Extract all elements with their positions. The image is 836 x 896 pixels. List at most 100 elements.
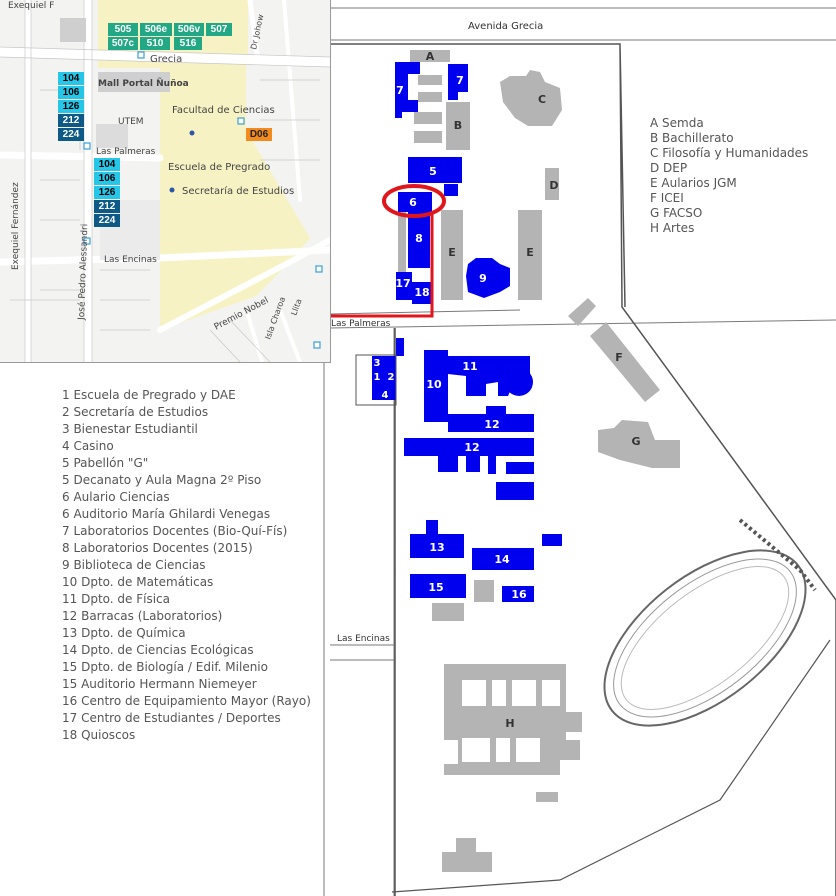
route-badge: 510 (140, 37, 170, 50)
bus-stop-icon (313, 341, 321, 349)
building-label: 4 (382, 390, 389, 401)
number-legend-item: 17 Centro de Estudiantes / Deportes (62, 711, 281, 725)
number-legend-item: 15 Auditorio Hermann Niemeyer (62, 677, 257, 691)
building-label: 14 (494, 553, 510, 566)
building-label: 12 (464, 441, 479, 454)
building-letter-label: E (448, 246, 456, 259)
artes-courtyards (462, 680, 560, 762)
route-badge: 126 (94, 186, 120, 199)
route-badge: 126 (58, 100, 84, 113)
route-badge: 224 (58, 128, 84, 141)
building-letter-label: C (538, 93, 546, 106)
building-letter-label: E (526, 246, 534, 259)
building-label: 11 (462, 360, 477, 373)
number-legend-item: 5 Decanato y Aula Magna 2º Piso (62, 473, 262, 487)
building-label: 1 (374, 372, 381, 383)
stop-code-badge: D06 (246, 128, 272, 141)
letter-legend-item: G FACSO (650, 206, 703, 220)
building-label: 10 (426, 378, 442, 391)
inset-place-label: UTEM (118, 117, 144, 127)
letter-legend-item: D DEP (650, 161, 688, 175)
bus-stop-icon (315, 265, 323, 273)
campus-area (98, 0, 310, 330)
building-label: 2 (388, 372, 395, 383)
route-badge: 224 (94, 214, 120, 227)
inset-place-label: Mall Portal Ñuñoa (98, 78, 189, 89)
pregrado-marker (169, 187, 175, 193)
number-legend-item: 16 Centro de Equipamiento Mayor (Rayo) (62, 694, 311, 708)
letter-legend: A Semda B Bachillerato C Filosofía y Hum… (650, 116, 808, 236)
number-legend-item: 15 Dpto. de Biología / Edif. Milenio (62, 660, 268, 674)
route-badge: 507c (108, 37, 138, 50)
building-label: 17 (395, 277, 410, 290)
building-label: 7 (456, 74, 464, 87)
number-legend-item: 11 Dpto. de Física (62, 592, 170, 606)
building-label: 16 (511, 588, 527, 601)
inset-place-label: Facultad de Ciencias (172, 105, 275, 116)
inset-map-canvas: Exequiel F Grecia Dr Johow Exequiel Fern… (0, 0, 330, 362)
route-badge: 104 (94, 158, 120, 171)
inset-street-label: Grecia (150, 54, 182, 65)
route-badge: 505 (108, 23, 138, 36)
street-lines (323, 7, 836, 896)
bus-stop-icon (83, 237, 91, 245)
letter-legend-item: A Semda (650, 116, 704, 130)
number-legend-item: 2 Secretaría de Estudios (62, 405, 209, 419)
route-badge: 506e (140, 23, 172, 36)
bus-stop-icon (237, 117, 245, 125)
campus-outline-curve (391, 639, 831, 893)
inset-place-label: Escuela de Pregrado (168, 162, 270, 173)
number-legend-item: 18 Quioscos (62, 728, 136, 742)
number-legend-item: 4 Casino (62, 439, 114, 453)
bus-stop-icon (83, 142, 91, 150)
inset-place-label: Secretaría de Estudios (182, 185, 294, 197)
building-label: 18 (414, 286, 429, 299)
street-label-avenida-grecia: Avenida Grecia (468, 21, 543, 32)
building-label: 5 (429, 165, 437, 178)
route-badge: 106 (94, 172, 120, 185)
building-letter-label: H (505, 717, 514, 730)
inset-street-label: José Pedro Alessandri (76, 224, 90, 322)
building-label: 6 (409, 196, 417, 209)
building-letter-label: F (615, 351, 623, 364)
route-badge: 506v (174, 23, 204, 36)
number-legend-item: 3 Bienestar Estudiantil (62, 422, 198, 436)
route-badge: 106 (58, 86, 84, 99)
route-badge: 507 (206, 23, 232, 36)
number-legend-item: 6 Auditorio María Ghilardi Venegas (62, 507, 271, 521)
building-label: 3 (374, 358, 381, 369)
admin-block-outline (355, 354, 397, 406)
letter-legend-item: E Aularios JGM (650, 176, 737, 190)
number-legend: 1 Escuela de Pregrado y DAE 2 Secretaría… (62, 387, 311, 744)
street-label-las-palmeras: Las Palmeras (331, 319, 391, 329)
letter-legend-item: C Filosofía y Humanidades (650, 146, 809, 160)
route-badge: 516 (174, 37, 202, 50)
number-legend-item: 1 Escuela de Pregrado y DAE (62, 388, 236, 402)
inset-street-label: Las Palmeras (96, 147, 156, 157)
route-badge: 104 (58, 72, 84, 85)
building-label: 15 (428, 581, 443, 594)
building-letter-label: D (549, 179, 558, 192)
route-badge: 212 (58, 114, 84, 127)
building-label: 12 (484, 418, 499, 431)
letter-legend-item: F ICEI (650, 191, 684, 205)
faculty-marker (189, 130, 195, 136)
building-label: 7 (396, 84, 404, 97)
letter-legend-item: H Artes (650, 221, 695, 235)
highlight-circle (382, 184, 446, 218)
number-legend-item: 5 Pabellón "G" (62, 456, 149, 470)
inset-map: Exequiel F Grecia Dr Johow Exequiel Fern… (0, 0, 331, 363)
number-legend-item: 8 Laboratorios Docentes (2015) (62, 541, 253, 555)
number-legend-item: 12 Barracas (Laboratorios) (62, 609, 223, 623)
inset-street-label: Exequiel Fernández (11, 182, 21, 270)
letter-legend-item: B Bachillerato (650, 131, 734, 145)
blue-buildings (372, 62, 562, 602)
building-letter-label: A (426, 50, 435, 63)
building-label: 9 (479, 272, 487, 285)
bus-stop-icon (137, 51, 145, 59)
number-legend-item: 6 Aulario Ciencias (62, 490, 170, 504)
building-letter-label: B (454, 119, 462, 132)
campus-outline (330, 43, 836, 896)
route-badge: 212 (94, 200, 120, 213)
